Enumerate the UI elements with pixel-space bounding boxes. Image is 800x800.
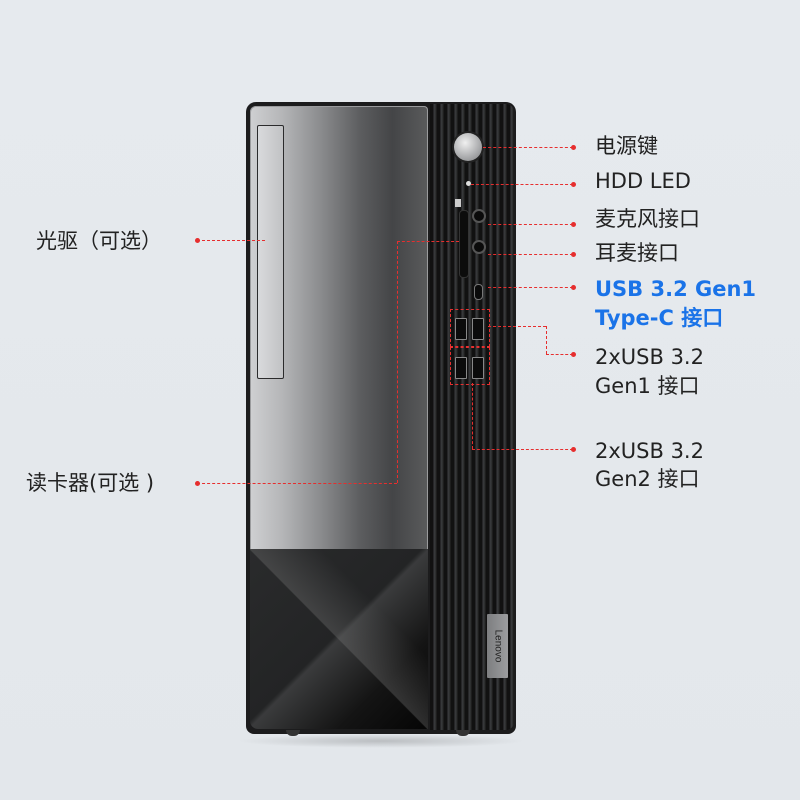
callout-dot bbox=[571, 182, 576, 187]
brand-logo: Lenovo bbox=[492, 629, 503, 663]
label-usb-gen1-line2: Gen1 接口 bbox=[595, 374, 700, 398]
callout-dot bbox=[571, 352, 576, 357]
power-button-icon bbox=[454, 133, 482, 161]
usb-gen1-group bbox=[450, 309, 490, 347]
tower-foot bbox=[286, 730, 300, 736]
mic-jack-icon bbox=[472, 209, 486, 223]
front-panel-lower bbox=[250, 549, 428, 729]
callout-line-gen2-v bbox=[472, 383, 473, 449]
callout-line-typec bbox=[488, 287, 573, 288]
callout-dot bbox=[571, 252, 576, 257]
label-hdd-led: HDD LED bbox=[595, 169, 691, 193]
label-typec-line2: Type-C 接口 bbox=[595, 306, 724, 330]
hdd-led-icon bbox=[466, 181, 471, 186]
callout-line-gen1 bbox=[488, 326, 546, 327]
callout-line-headset bbox=[488, 254, 573, 255]
callout-line-gen2 bbox=[472, 449, 573, 450]
usb-a-port-icon bbox=[455, 357, 467, 379]
headset-jack-icon bbox=[472, 240, 486, 254]
usb-gen2-group bbox=[450, 347, 490, 385]
tower-foot bbox=[456, 730, 470, 736]
callout-line-hdd bbox=[471, 184, 573, 185]
label-usb-gen2-line1: 2xUSB 3.2 bbox=[595, 439, 704, 463]
callout-line-cardreader-v bbox=[397, 241, 398, 483]
card-reader-slot bbox=[459, 210, 469, 278]
callout-line-power bbox=[483, 147, 573, 148]
callout-line-gen1-h bbox=[546, 354, 573, 355]
optical-drive-bay bbox=[257, 125, 284, 379]
usb-a-port-icon bbox=[472, 357, 484, 379]
sd-card-icon bbox=[455, 199, 461, 207]
callout-line-cardreader-top bbox=[397, 241, 459, 242]
label-headset-port: 耳麦接口 bbox=[595, 241, 679, 265]
usb-typec-port-icon bbox=[474, 284, 483, 300]
callout-line-mic bbox=[488, 224, 573, 225]
callout-line-cardreader bbox=[197, 483, 397, 484]
callout-line-optical bbox=[197, 240, 265, 241]
tower-shadow bbox=[236, 734, 526, 748]
label-usb-gen2-line2: Gen2 接口 bbox=[595, 467, 700, 491]
callout-line-gen1-v bbox=[546, 326, 547, 354]
label-card-reader: 读卡器(可选 ) bbox=[26, 471, 155, 495]
label-usb-gen1-line1: 2xUSB 3.2 bbox=[595, 345, 704, 369]
label-optical-drive: 光驱（可选） bbox=[36, 229, 162, 253]
usb-a-port-icon bbox=[455, 318, 467, 340]
label-power-button: 电源键 bbox=[595, 134, 658, 158]
callout-dot bbox=[571, 222, 576, 227]
label-typec-line1: USB 3.2 Gen1 bbox=[595, 277, 757, 301]
callout-dot bbox=[571, 145, 576, 150]
callout-dot bbox=[571, 447, 576, 452]
callout-dot bbox=[571, 285, 576, 290]
usb-a-port-icon bbox=[472, 318, 484, 340]
label-mic-port: 麦克风接口 bbox=[595, 207, 700, 231]
lenovo-badge: Lenovo bbox=[487, 614, 508, 678]
